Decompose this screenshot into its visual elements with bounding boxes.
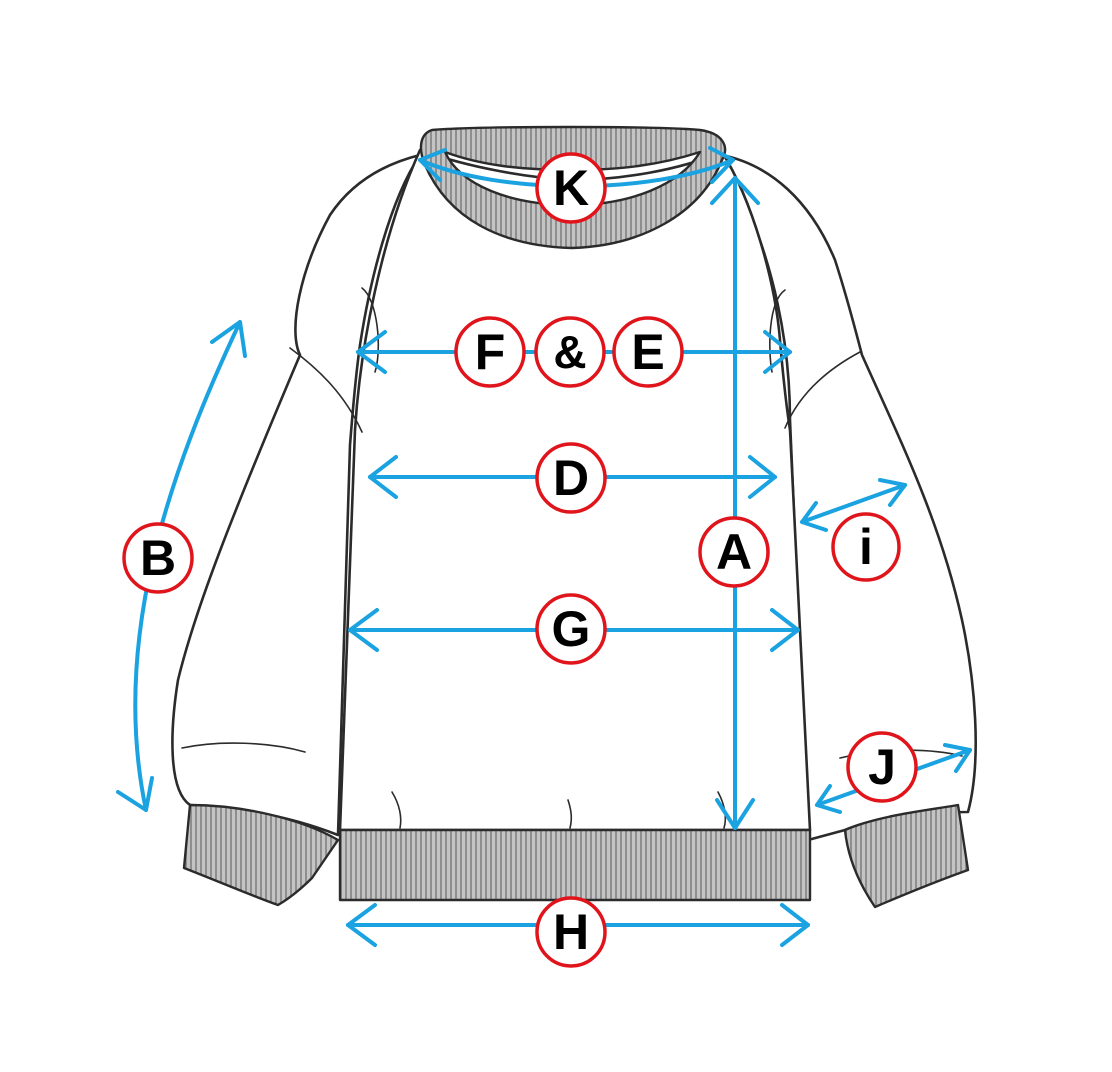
right-cuff: [843, 803, 970, 909]
label-g: G: [535, 593, 607, 665]
arrow-i-right-head: [878, 478, 907, 507]
arrow-h-right-head: [780, 903, 810, 947]
arrow-d-left-head: [368, 455, 398, 499]
svg-text:E: E: [631, 324, 664, 380]
arrow-i-bicep: [800, 483, 907, 524]
arrow-i-left-head: [800, 501, 828, 532]
label-ampersand: &: [534, 316, 606, 388]
arrow-fe-left-head: [356, 330, 387, 374]
collar-rib: [419, 125, 727, 250]
label-f: F: [454, 316, 526, 388]
svg-text:J: J: [868, 739, 896, 795]
arrow-j-right-head: [943, 743, 972, 773]
arrow-a-bottom-head: [715, 798, 755, 830]
label-e: E: [612, 316, 684, 388]
svg-text:F: F: [475, 324, 506, 380]
arrow-h-left-head: [346, 903, 377, 947]
arrow-b-top-head: [210, 320, 247, 358]
arrow-g-left-head: [348, 608, 379, 652]
svg-text:D: D: [553, 450, 589, 506]
left-shoulder-seam: [289, 347, 363, 433]
hem-fold-center: [567, 799, 573, 829]
svg-text:i: i: [859, 519, 873, 575]
hem-fold-left: [391, 791, 402, 829]
arrow-b-bottom-head: [116, 776, 154, 812]
arrow-fe-right-head: [763, 330, 792, 374]
arrow-k-right-head: [708, 146, 735, 184]
arrow-a-top-head: [710, 176, 760, 205]
svg-text:A: A: [716, 524, 752, 580]
arrow-d-right-head: [748, 455, 777, 499]
right-shoulder-seam: [784, 351, 861, 429]
label-h: H: [535, 896, 607, 968]
label-j: J: [846, 731, 918, 803]
label-b: B: [122, 522, 194, 594]
arrow-k-left-head: [418, 148, 447, 182]
arrow-g-right-head: [770, 608, 800, 652]
svg-text:K: K: [553, 160, 589, 216]
svg-text:H: H: [553, 904, 589, 960]
right-sleeve: [720, 153, 977, 842]
hem-rib: [338, 828, 812, 902]
left-cuff: [182, 803, 340, 907]
label-d: D: [535, 442, 607, 514]
label-k: K: [535, 152, 607, 224]
arrow-j-left-head: [815, 784, 842, 814]
right-armpit-fold: [769, 289, 786, 373]
svg-text:B: B: [140, 530, 176, 586]
svg-text:G: G: [552, 601, 591, 657]
label-a: A: [698, 516, 770, 588]
label-i: i: [831, 512, 901, 582]
measurement-labels: K F & E D A B i G J H: [122, 152, 918, 968]
left-sleeve: [171, 153, 422, 837]
svg-text:&: &: [553, 326, 586, 378]
left-sleeve-fold: [181, 742, 306, 753]
